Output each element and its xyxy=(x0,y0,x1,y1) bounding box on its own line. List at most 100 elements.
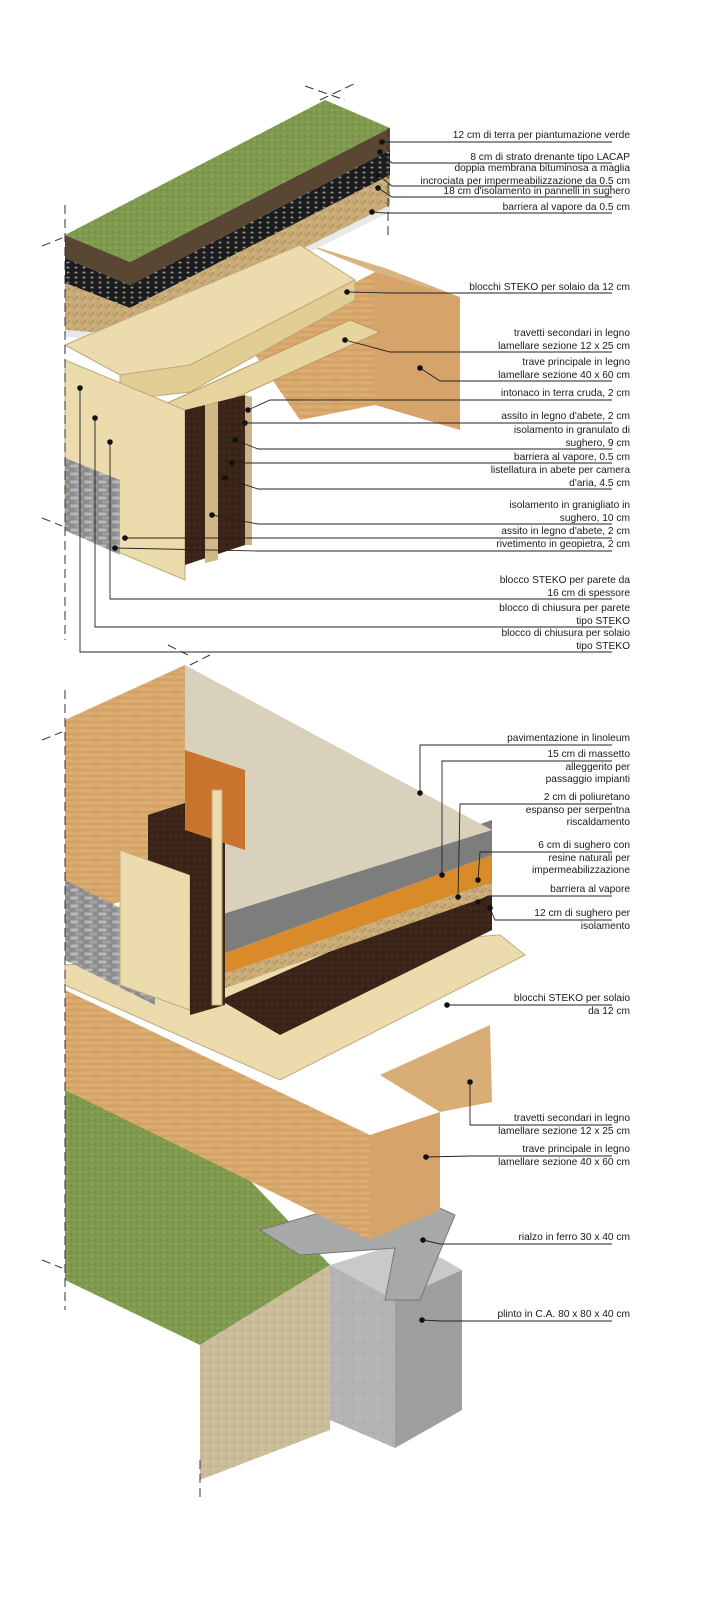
label-lower-plinto: plinto in C.A. 80 x 80 x 40 cm xyxy=(497,1309,630,1320)
leader-dot-l5 xyxy=(487,905,493,911)
leader-dot-u5 xyxy=(344,289,350,295)
leader-lines xyxy=(77,139,612,1323)
ground-soil-section xyxy=(200,1265,330,1480)
leader-line-l5 xyxy=(489,907,612,921)
label-lower-sughero-resine: 6 cm di sughero con resine naturali per … xyxy=(532,840,630,876)
leader-dot-u8 xyxy=(245,407,251,413)
leader-dot-u4 xyxy=(369,209,375,215)
grass-ground xyxy=(65,1090,330,1345)
concrete-plinth-side xyxy=(395,1270,462,1448)
label-lower-steko-solaio: blocchi STEKO per solaio da 12 cm xyxy=(513,993,630,1017)
membrane-layer xyxy=(65,150,390,308)
leader-dot-u17 xyxy=(92,415,98,421)
leader-dot-l6 xyxy=(444,1002,450,1008)
label-upper-steko-parete: blocco STEKO per parete da 16 cm di spes… xyxy=(499,575,630,599)
cork-insulation-layer xyxy=(65,175,390,335)
leader-line-u15 xyxy=(114,547,612,552)
polyurethane-layer xyxy=(220,855,492,975)
leader-dot-l1 xyxy=(439,872,445,878)
leader-dot-u13 xyxy=(209,512,215,518)
label-lower-barriera: barriera al vapore xyxy=(550,884,630,895)
linoleum-floor xyxy=(185,665,492,915)
label-lower-massetto: 15 cm di massetto alleggerito per passag… xyxy=(545,749,630,785)
screed-layer xyxy=(220,820,492,955)
leader-line-u8 xyxy=(247,399,612,411)
lower-wall-insulation xyxy=(148,790,225,1015)
leader-dot-u15 xyxy=(112,545,118,551)
leader-line-u16 xyxy=(109,442,612,600)
label-upper-granigliato: isolamento in granigliato in sughero, 10… xyxy=(509,500,630,524)
leader-line-l0 xyxy=(419,744,612,793)
leader-line-u5 xyxy=(346,291,612,294)
leader-line-l1 xyxy=(441,760,612,875)
leader-dot-u18 xyxy=(77,385,83,391)
leader-dot-u6 xyxy=(342,337,348,343)
main-beam-top-face xyxy=(300,242,460,297)
label-upper-barriera-tetto: barriera al vapore da 0.5 cm xyxy=(502,202,630,213)
leader-dot-u1 xyxy=(377,149,383,155)
main-beam-side-face xyxy=(375,272,460,430)
label-upper-steko-solaio: blocchi STEKO per solaio da 12 cm xyxy=(469,282,630,293)
leader-line-u17 xyxy=(94,418,612,628)
leader-dot-l0 xyxy=(417,790,423,796)
grass-layer-top xyxy=(65,100,390,262)
label-upper-assito-2: assito in legno d'abete, 2 cm xyxy=(501,526,630,537)
soil-layer xyxy=(65,128,390,285)
label-lower-rialzo: rialzo in ferro 30 x 40 cm xyxy=(518,1232,630,1243)
leader-line-u4 xyxy=(371,211,612,214)
label-lower-poliuretano: 2 cm di poliuretano espanso per serpentn… xyxy=(525,792,630,828)
leader-dot-u11 xyxy=(229,460,235,466)
leader-dot-l4 xyxy=(475,899,481,905)
leader-line-l2 xyxy=(457,803,612,898)
label-upper-terra: 12 cm di terra per piantumazione verde xyxy=(452,130,630,141)
wall-battens xyxy=(205,402,218,563)
lower-main-beam-side xyxy=(370,1112,440,1240)
leader-dot-u2 xyxy=(375,172,381,178)
label-upper-assito-1: assito in legno d'abete, 2 cm xyxy=(501,411,630,422)
lower-wall-batten xyxy=(211,789,223,1006)
leader-dot-l7 xyxy=(467,1079,473,1085)
label-lower-linoleum: pavimentazione in linoleum xyxy=(507,733,630,744)
label-upper-listellatura: listellatura in abete per camera d'aria,… xyxy=(490,465,630,489)
leader-dot-l2 xyxy=(455,894,461,900)
leader-dot-u14 xyxy=(122,535,128,541)
leader-dot-u10 xyxy=(232,437,238,443)
leader-line-u6 xyxy=(344,339,612,353)
concrete-plinth-front xyxy=(330,1265,395,1448)
label-upper-barriera-parete: barriera al vapore, 0.5 cm xyxy=(513,452,630,463)
label-upper-intonaco: intonaco in terra cruda, 2 cm xyxy=(500,388,630,399)
leader-line-u2 xyxy=(377,174,612,187)
leader-dot-u16 xyxy=(107,439,113,445)
label-upper-chiusura-parete: blocco di chiusura per parete tipo STEKO xyxy=(499,603,630,627)
leader-line-u7 xyxy=(419,367,612,382)
label-lower-trave: trave principale in legno lamellare sezi… xyxy=(498,1144,630,1168)
lower-main-beam-front xyxy=(65,990,370,1240)
wall-stone-cladding xyxy=(65,458,120,555)
leader-dot-l8 xyxy=(423,1154,429,1160)
label-upper-membrana: doppia membrana bituminosa a maglia incr… xyxy=(420,163,630,187)
leader-line-l9 xyxy=(422,1239,612,1245)
label-upper-trave: trave principale in legno lamellare sezi… xyxy=(498,357,630,381)
leader-dot-u9 xyxy=(242,420,248,426)
label-upper-travetti: travetti secondari in legno lamellare se… xyxy=(498,328,630,352)
leader-line-u12 xyxy=(224,477,612,490)
leader-dot-l10 xyxy=(419,1317,425,1323)
floor-foundation-detail xyxy=(41,644,526,1500)
label-lower-travetti: travetti secondari in legno lamellare se… xyxy=(498,1113,630,1137)
leader-dot-l3 xyxy=(475,877,481,883)
leader-line-u1 xyxy=(379,151,612,164)
leader-dot-l9 xyxy=(420,1237,426,1243)
label-upper-isolamento-sughero: 18 cm d'isolamento in pannelli in sugher… xyxy=(443,186,630,197)
leader-line-u10 xyxy=(234,439,612,450)
label-upper-lacap: 8 cm di strato drenante tipo LACAP xyxy=(470,152,630,163)
lower-secondary-joist xyxy=(380,1025,492,1112)
cork-resin-layer xyxy=(220,882,492,990)
leader-dot-u0 xyxy=(379,139,385,145)
leader-dot-u3 xyxy=(375,185,381,191)
label-upper-chiusura-solaio: blocco di chiusura per solaio tipo STEKO xyxy=(501,628,630,652)
leader-dot-u7 xyxy=(417,365,423,371)
wall-plaster xyxy=(245,395,252,545)
label-upper-granulato: isolamento in granulato di sughero, 9 cm xyxy=(513,425,630,449)
